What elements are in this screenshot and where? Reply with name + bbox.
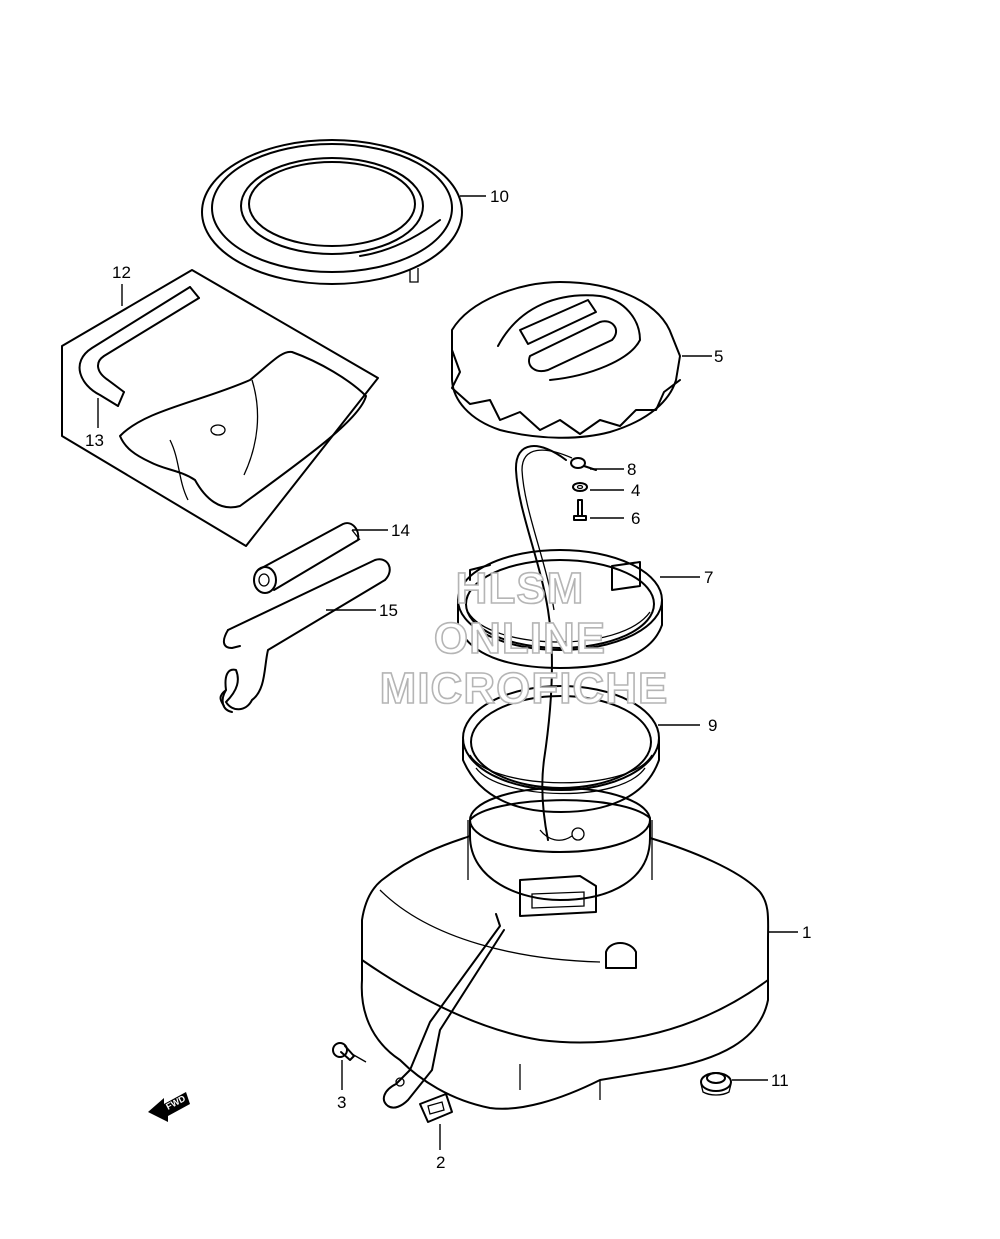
part-14-tool-cylinder: [253, 522, 361, 594]
part-7-retaining-ring: [457, 549, 663, 669]
callout-3: 3: [337, 1093, 346, 1112]
part-3-bolt: [332, 1042, 367, 1063]
callout-5: 5: [714, 347, 723, 366]
callout-1: 1: [802, 923, 811, 942]
part-10-seal-ring: [201, 139, 463, 285]
callout-15: 15: [379, 601, 398, 620]
callout-6: 6: [631, 509, 640, 528]
part-2-clip: [419, 1093, 453, 1123]
fwd-direction-icon: FWD: [148, 1092, 190, 1122]
callout-8: 8: [627, 460, 636, 479]
part-1-fuel-tank: [360, 787, 770, 1110]
part-13-allen-wrench: [78, 286, 200, 407]
part-4-washer: [572, 482, 588, 492]
part-6-screw: [573, 499, 587, 521]
part-12-tool-kit-bag: [61, 269, 379, 547]
cap-tether-wire: [514, 445, 573, 841]
watermark-line-3: MICROFICHE: [380, 664, 669, 713]
callout-7: 7: [704, 568, 713, 587]
watermark-line-1: HLSM: [456, 564, 585, 613]
callout-9: 9: [708, 716, 717, 735]
watermark-line-2: ONLINE: [434, 614, 606, 663]
leader-lines: [97, 195, 798, 1150]
watermark: HLSM ONLINE MICROFICHE: [379, 563, 669, 714]
callout-11: 11: [771, 1071, 789, 1090]
callout-labels: 10 12 13 5 8 4 6 14 7 15 9 1 11 3 2: [85, 187, 811, 1172]
callout-14: 14: [391, 521, 410, 540]
part-8-ring-terminal: [570, 457, 597, 471]
part-11-grommet: [700, 1072, 732, 1096]
tank-bracket: [382, 913, 505, 1109]
callout-2: 2: [436, 1153, 445, 1172]
callout-13: 13: [85, 431, 104, 450]
callout-10: 10: [490, 187, 509, 206]
callout-4: 4: [631, 481, 640, 500]
part-5-fuel-cap: [451, 281, 681, 439]
callout-12: 12: [112, 263, 131, 282]
part-15-spanner-wrench: [219, 558, 391, 713]
